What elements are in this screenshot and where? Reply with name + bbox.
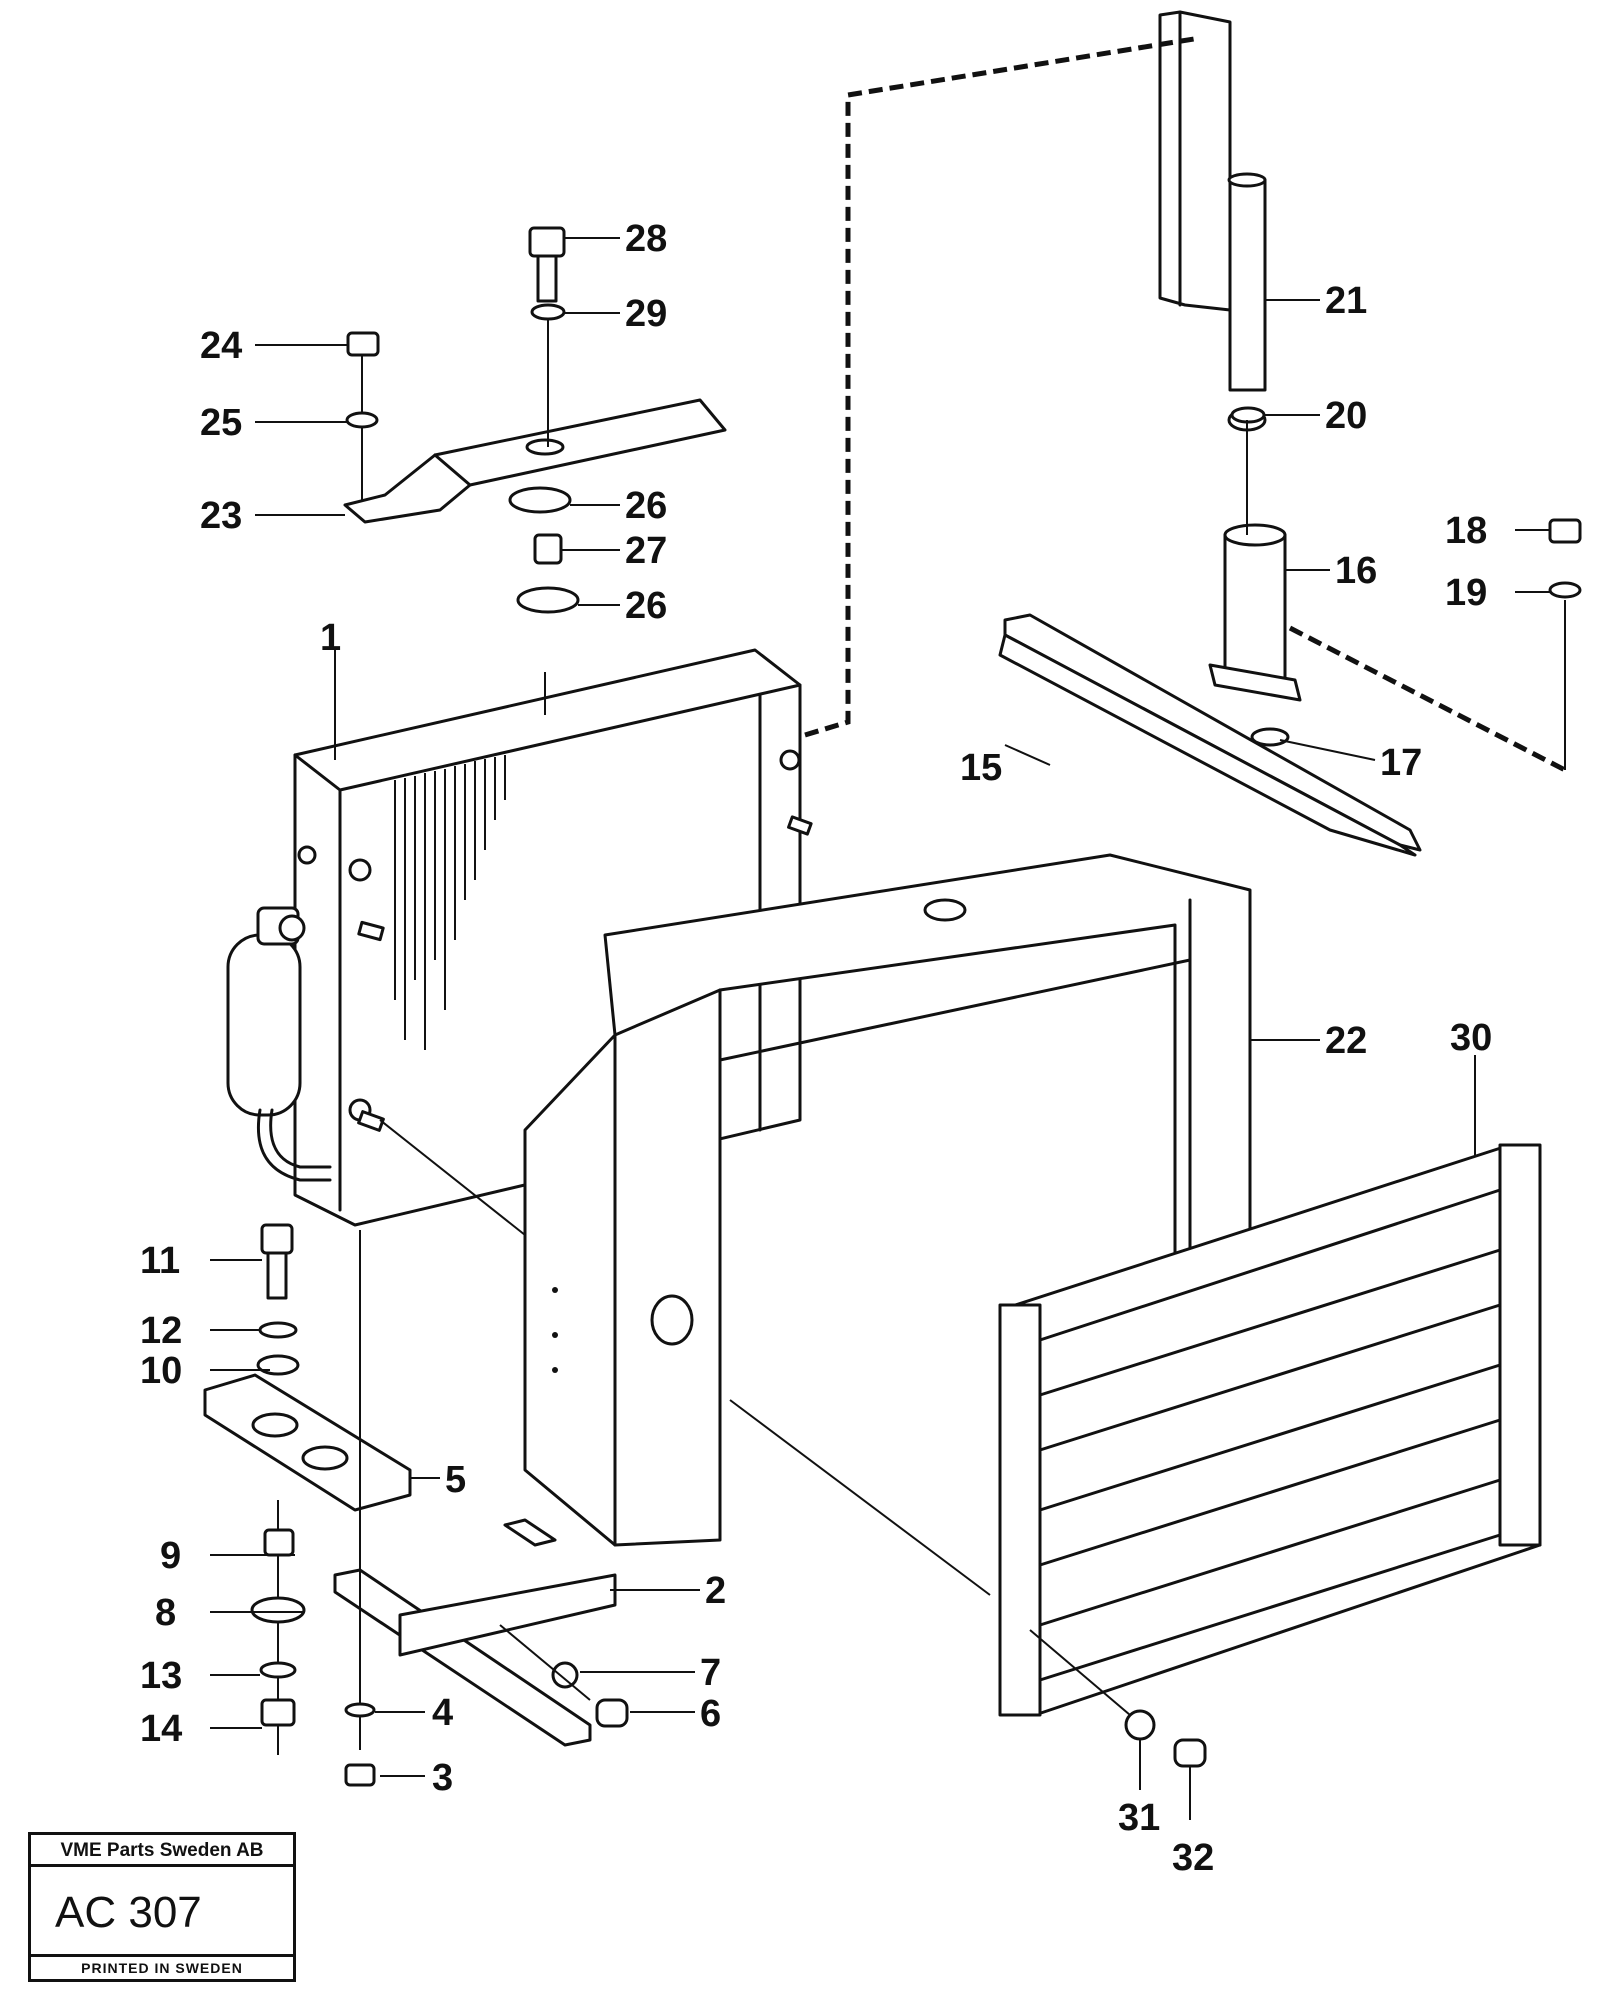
assembly-guide-line — [1288, 625, 1567, 773]
callout-7: 7 — [700, 1652, 721, 1694]
callout-12: 12 — [140, 1310, 182, 1352]
callout-20: 20 — [1325, 395, 1367, 437]
callout-16: 16 — [1335, 550, 1377, 592]
receiver-drier — [226, 906, 332, 1182]
callout-1: 1 — [320, 617, 341, 659]
callout-labels: 1 2 3 4 5 6 7 8 9 10 11 12 13 14 15 16 1… — [140, 218, 1492, 1879]
callout-32: 32 — [1172, 1837, 1214, 1879]
callout-10: 10 — [140, 1350, 182, 1392]
callout-19: 19 — [1445, 572, 1487, 614]
callout-21: 21 — [1325, 280, 1367, 322]
callout-11: 11 — [140, 1240, 180, 1282]
callout-17: 17 — [1380, 742, 1422, 784]
leader-lines — [210, 237, 1550, 1790]
upper-hinge-arm — [1158, 10, 1267, 432]
hinge-plate — [998, 523, 1422, 857]
title-block: VME Parts Sweden AB AC 307 PRINTED IN SW… — [28, 1832, 296, 1982]
printed-note: PRINTED IN SWEDEN — [81, 1960, 243, 1976]
callout-24: 24 — [200, 325, 242, 367]
mounting-bolts — [250, 226, 1582, 1820]
company-name: VME Parts Sweden AB — [31, 1835, 293, 1867]
callout-2: 2 — [705, 1570, 726, 1612]
callout-25: 25 — [200, 402, 242, 444]
callout-27: 27 — [625, 530, 667, 572]
callout-30: 30 — [1450, 1017, 1492, 1059]
shroud-frame — [379, 853, 1252, 1596]
callout-3: 3 — [432, 1757, 453, 1799]
callout-14: 14 — [140, 1708, 182, 1750]
callout-29: 29 — [625, 293, 667, 335]
callout-26: 26 — [625, 585, 667, 627]
callout-9: 9 — [160, 1535, 181, 1577]
callout-6: 6 — [700, 1693, 721, 1735]
assembly-guide-line — [804, 35, 1201, 738]
drawing-code: AC 307 — [31, 1869, 293, 1957]
callout-31: 31 — [1118, 1797, 1160, 1839]
callout-13: 13 — [140, 1655, 182, 1697]
callout-15: 15 — [960, 747, 1002, 789]
callout-26: 26 — [625, 485, 667, 527]
callout-18: 18 — [1445, 510, 1487, 552]
callout-28: 28 — [625, 218, 667, 260]
callout-23: 23 — [200, 495, 242, 537]
callout-5: 5 — [445, 1459, 466, 1501]
callout-4: 4 — [432, 1692, 453, 1734]
grille — [998, 1143, 1542, 1717]
upper-bracket — [343, 398, 727, 524]
callout-22: 22 — [1325, 1020, 1367, 1062]
callout-8: 8 — [155, 1592, 176, 1634]
